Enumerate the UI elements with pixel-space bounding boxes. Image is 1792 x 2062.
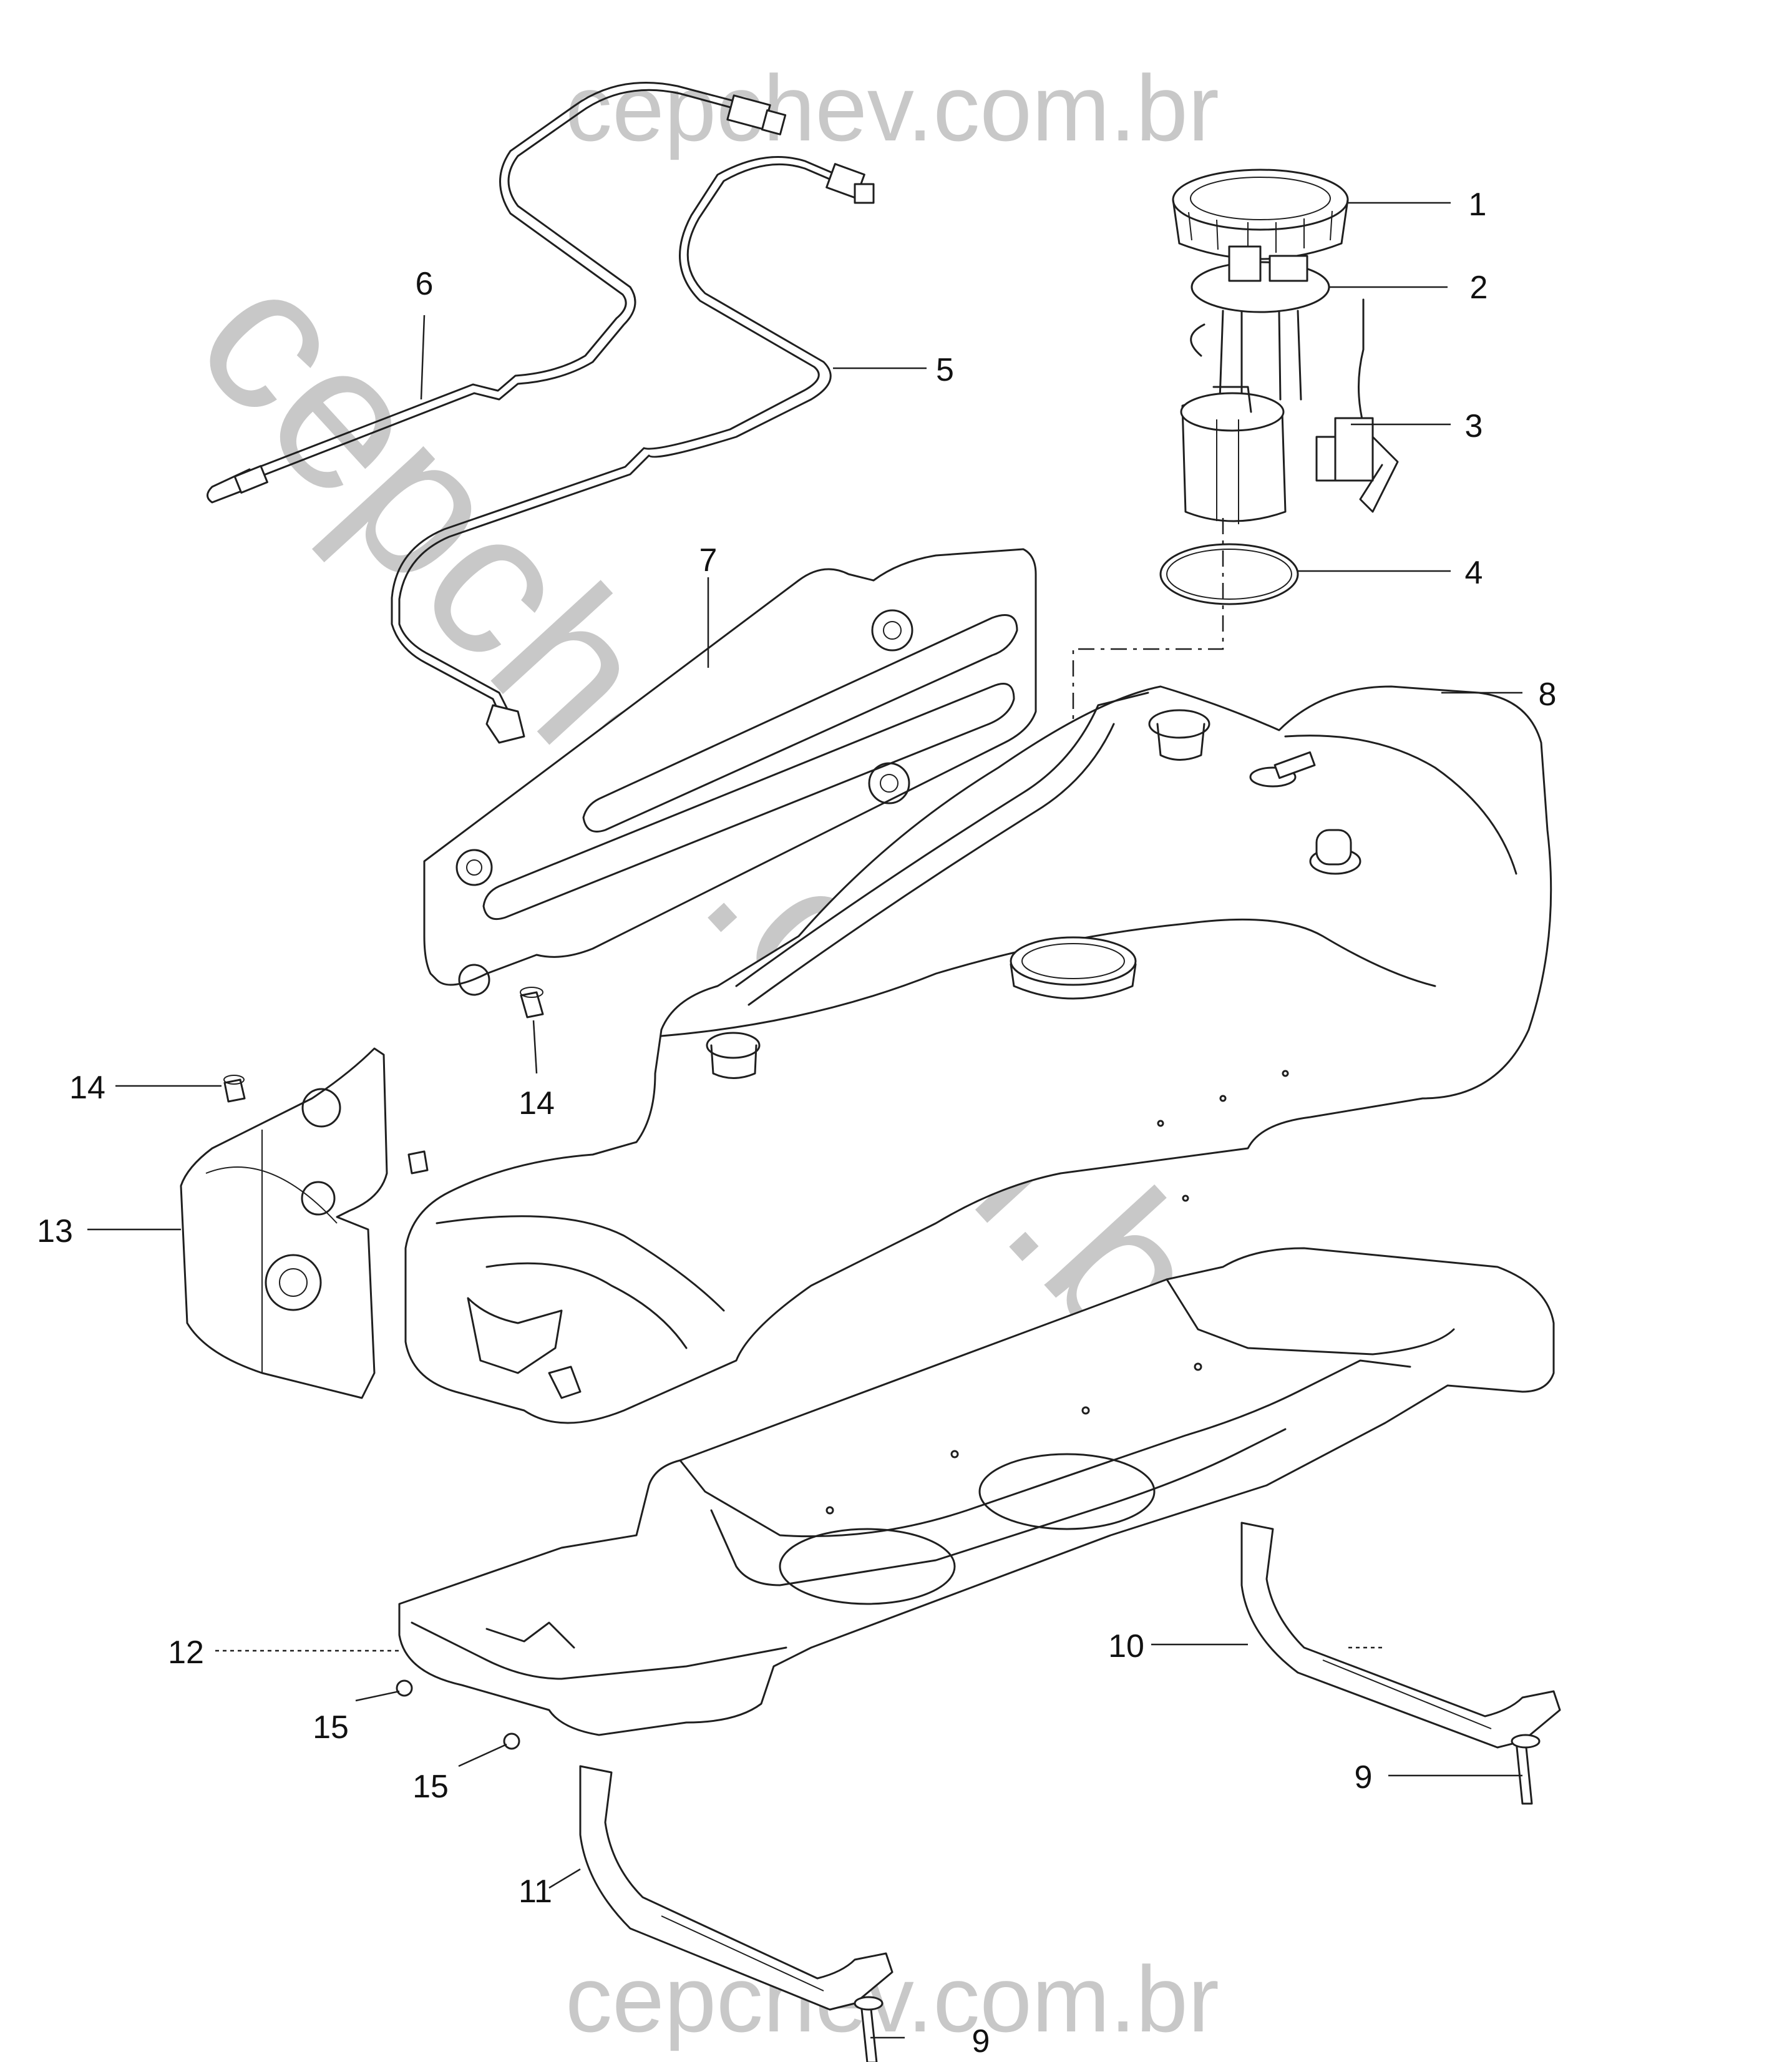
callout-10: 10	[1108, 1628, 1144, 1664]
callout-3: 3	[1465, 408, 1483, 444]
callout-13: 13	[37, 1213, 73, 1249]
part-8-fuel-tank	[404, 685, 1552, 1424]
part-11-strap-left	[579, 1765, 894, 2062]
callout-2: 2	[1470, 270, 1488, 306]
callout-12: 12	[168, 1634, 204, 1671]
part-13-side-heat-shield	[180, 1047, 388, 1399]
part-14-clip-loose	[407, 1150, 429, 1175]
callout-14-center: 14	[519, 1085, 555, 1121]
part-2-fuel-pump-module	[1180, 245, 1330, 524]
callout-4: 4	[1465, 555, 1483, 591]
callout-6: 6	[416, 266, 434, 302]
callout-14-left: 14	[69, 1070, 105, 1106]
callout-9-right: 9	[1355, 1759, 1373, 1796]
leader-lines	[87, 202, 1522, 2039]
part-14-clip-left	[223, 1075, 246, 1103]
part-4-o-ring-seal	[1159, 543, 1299, 605]
part-7-heat-shield	[423, 548, 1037, 996]
callout-7: 7	[699, 542, 718, 579]
callout-8: 8	[1539, 677, 1557, 713]
watermark-bottom: cepchev.com.br	[565, 1947, 1219, 2051]
part-12-underbody-shield	[398, 1247, 1555, 1736]
part-15-nut-upper	[396, 1679, 413, 1697]
part-14-clip-upper	[520, 987, 544, 1019]
callout-15-upper: 15	[313, 1709, 349, 1746]
callout-15-lower: 15	[412, 1769, 449, 1805]
callout-9-bottom: 9	[972, 2023, 990, 2060]
callout-11: 11	[519, 1874, 552, 1910]
part-10-strap-right	[1240, 1522, 1561, 1805]
part-6-fuel-vapor-pipe	[207, 81, 787, 504]
part-15-nut-lower	[503, 1732, 520, 1750]
callout-5: 5	[936, 352, 954, 388]
part-3-level-sensor	[1315, 298, 1399, 513]
part-5-fuel-feed-pipe	[391, 156, 875, 744]
watermark-top: cepchev.com.br	[565, 56, 1219, 160]
part-1-lock-ring	[1172, 169, 1349, 260]
callout-1: 1	[1469, 187, 1487, 223]
